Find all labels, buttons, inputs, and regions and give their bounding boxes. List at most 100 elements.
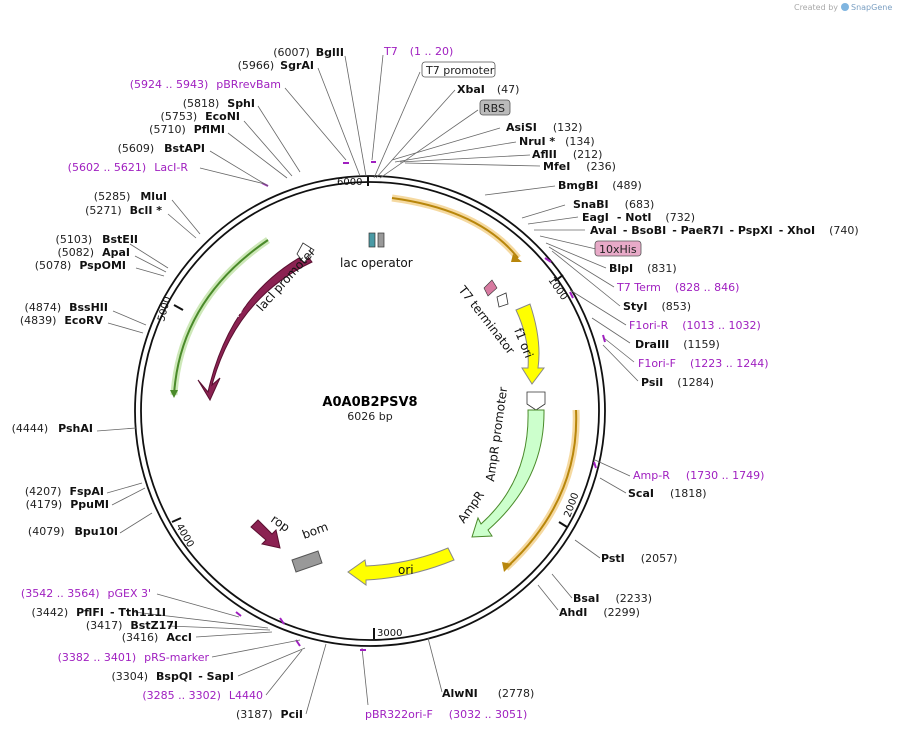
site-label[interactable]: T7(1 .. 20) xyxy=(383,45,453,58)
site-label[interactable]: F1ori-F(1223 .. 1244) xyxy=(638,357,769,370)
his-tag-label: 10xHis xyxy=(599,243,637,256)
lac-operator-marker[interactable] xyxy=(368,232,376,248)
site-pos: (1284) xyxy=(677,376,714,389)
site-name: MfeI xyxy=(543,160,570,173)
site-label[interactable]: (4839) EcoRV xyxy=(20,314,104,327)
site-label[interactable]: (3417)BstZ17I xyxy=(86,619,178,632)
site-label[interactable]: (4207)FspAI xyxy=(25,485,104,498)
site-label[interactable]: (6007)BglII xyxy=(273,46,344,59)
rop-label: rop xyxy=(268,512,292,535)
site-label[interactable]: (4179)PpuMI xyxy=(26,498,109,511)
site-pos: (3417) xyxy=(86,619,123,632)
site-pos: (4839) xyxy=(20,314,57,327)
site-label[interactable]: AflII(212) xyxy=(532,148,602,161)
site-label[interactable]: DraIII(1159) xyxy=(635,338,720,351)
site-label[interactable]: NruI *(134) xyxy=(519,135,595,148)
site-label[interactable]: (4079)Bpu10I xyxy=(28,525,118,538)
site-label[interactable]: (3442)PflFI- Tth111I xyxy=(32,606,166,619)
laci-promoter-marker[interactable] xyxy=(296,242,315,264)
site-pos: (4444) xyxy=(12,422,49,435)
site-label[interactable]: (4874)BssHII xyxy=(25,301,108,314)
site-name: EcoNI xyxy=(205,110,240,123)
site-label[interactable]: BsaI(2233) xyxy=(573,592,652,605)
rbs-tag[interactable] xyxy=(479,99,511,116)
site-label[interactable]: (3285 .. 3302)L4440 xyxy=(142,689,263,702)
site-pos: (853) xyxy=(661,300,691,313)
site-label[interactable]: (5924 .. 5943)pBRrevBam xyxy=(130,78,281,91)
laci-feature-arrow[interactable] xyxy=(197,253,313,402)
site-label[interactable]: (5753)EcoNI xyxy=(161,110,240,123)
site-label[interactable]: (5609)BstAPI xyxy=(118,142,205,155)
f1-ori-feature-arrow[interactable] xyxy=(515,303,545,385)
t7-terminator-marker[interactable] xyxy=(483,279,498,297)
ampr-promoter-marker[interactable] xyxy=(526,391,546,411)
site-label[interactable]: SnaBI(683) xyxy=(573,198,654,211)
t7-terminator-marker-2[interactable] xyxy=(496,292,509,308)
lac-operator-marker-2[interactable] xyxy=(377,232,385,248)
site-label[interactable]: PstI(2057) xyxy=(601,552,677,565)
site-label[interactable]: XbaI(47) xyxy=(457,83,519,96)
t7-terminator-label: T7 terminator xyxy=(455,282,518,357)
site-label[interactable]: (3382 .. 3401)pRS-marker xyxy=(58,651,210,664)
site-name: PsiI xyxy=(641,376,663,389)
site-pos: (3416) xyxy=(122,631,159,644)
ampr-feature-arrow[interactable] xyxy=(471,409,545,538)
ori-feature-arrow[interactable] xyxy=(347,547,455,586)
site-label[interactable]: ScaI(1818) xyxy=(628,487,707,500)
t7-promoter-tag[interactable] xyxy=(421,61,496,78)
site-name: NruI * xyxy=(519,135,555,148)
site-label[interactable]: AhdI(2299) xyxy=(559,606,640,619)
site-pos: (4179) xyxy=(26,498,63,511)
site-label[interactable]: Amp-R(1730 .. 1749) xyxy=(633,469,764,482)
tick-marks xyxy=(171,176,568,639)
site-label[interactable]: AlwNI(2778) xyxy=(442,687,534,700)
site-label[interactable]: (5710)PflMI xyxy=(149,123,225,136)
site-pos: (3382 .. 3401) xyxy=(58,651,137,664)
site-name: SnaBI xyxy=(573,198,609,211)
site-label[interactable]: BlpI(831) xyxy=(609,262,677,275)
site-name: - BsoBI xyxy=(623,224,666,237)
site-pos: (828 .. 846) xyxy=(675,281,740,294)
site-label[interactable]: (4444)PshAI xyxy=(12,422,93,435)
site-name: EcoRV xyxy=(64,314,103,327)
site-label[interactable]: F1ori-R(1013 .. 1032) xyxy=(629,319,761,332)
site-label[interactable]: T7 Term(828 .. 846) xyxy=(616,281,739,294)
his-tag[interactable] xyxy=(594,240,642,257)
backbone-outer xyxy=(134,175,606,647)
site-pos: (5818) xyxy=(183,97,220,110)
site-name: SgrAI xyxy=(280,59,314,72)
site-label[interactable]: (3187)PciI xyxy=(236,708,303,721)
site-name: - Tth111I xyxy=(110,606,166,619)
backbone-inner xyxy=(140,181,600,641)
site-label[interactable]: (5818)SphI xyxy=(183,97,255,110)
site-pos: (47) xyxy=(497,83,520,96)
bom-feature-box[interactable] xyxy=(291,550,323,573)
site-label[interactable]: (5078)PspOMI xyxy=(35,259,126,272)
site-label[interactable]: (3304) BspQI - SapI xyxy=(111,670,234,683)
site-label[interactable]: EagI- NotI(732) xyxy=(582,211,695,224)
site-label[interactable]: (3416)AccI xyxy=(122,631,192,644)
site-pos: (3304) xyxy=(111,670,148,683)
site-label[interactable]: (5103)BstEII xyxy=(56,233,138,246)
site-label[interactable]: (5602 .. 5621)LacI-R xyxy=(68,161,189,174)
site-name: BspQI xyxy=(156,670,192,683)
site-name: - SapI xyxy=(198,670,234,683)
site-label[interactable]: BmgBI(489) xyxy=(558,179,642,192)
site-label[interactable]: (3542 .. 3564)pGEX 3' xyxy=(21,587,151,600)
site-label[interactable]: AvaI- BsoBI- PaeR7I- PspXI- XhoI(740) xyxy=(590,224,859,237)
site-label[interactable]: (5271)BclI * xyxy=(85,204,162,217)
tick-label-5000: 5000 xyxy=(156,295,173,322)
rop-feature-arrow[interactable] xyxy=(250,519,281,549)
snapgene-logo-icon xyxy=(841,3,849,11)
site-label[interactable]: pBR322ori-F(3032 .. 3051) xyxy=(365,708,527,721)
site-label[interactable]: AsiSI(132) xyxy=(506,121,582,134)
site-label[interactable]: PsiI (1284) xyxy=(641,376,714,389)
site-label[interactable]: MfeI(236) xyxy=(543,160,616,173)
watermark-text: Created by xyxy=(794,3,838,12)
site-label[interactable]: (5285)MluI xyxy=(94,190,167,203)
site-label[interactable]: (5966)SgrAI xyxy=(238,59,314,72)
site-label[interactable]: (5082)ApaI xyxy=(58,246,130,259)
site-pos: (212) xyxy=(573,148,603,161)
site-pos: (5078) xyxy=(35,259,72,272)
site-label[interactable]: StyI(853) xyxy=(623,300,691,313)
